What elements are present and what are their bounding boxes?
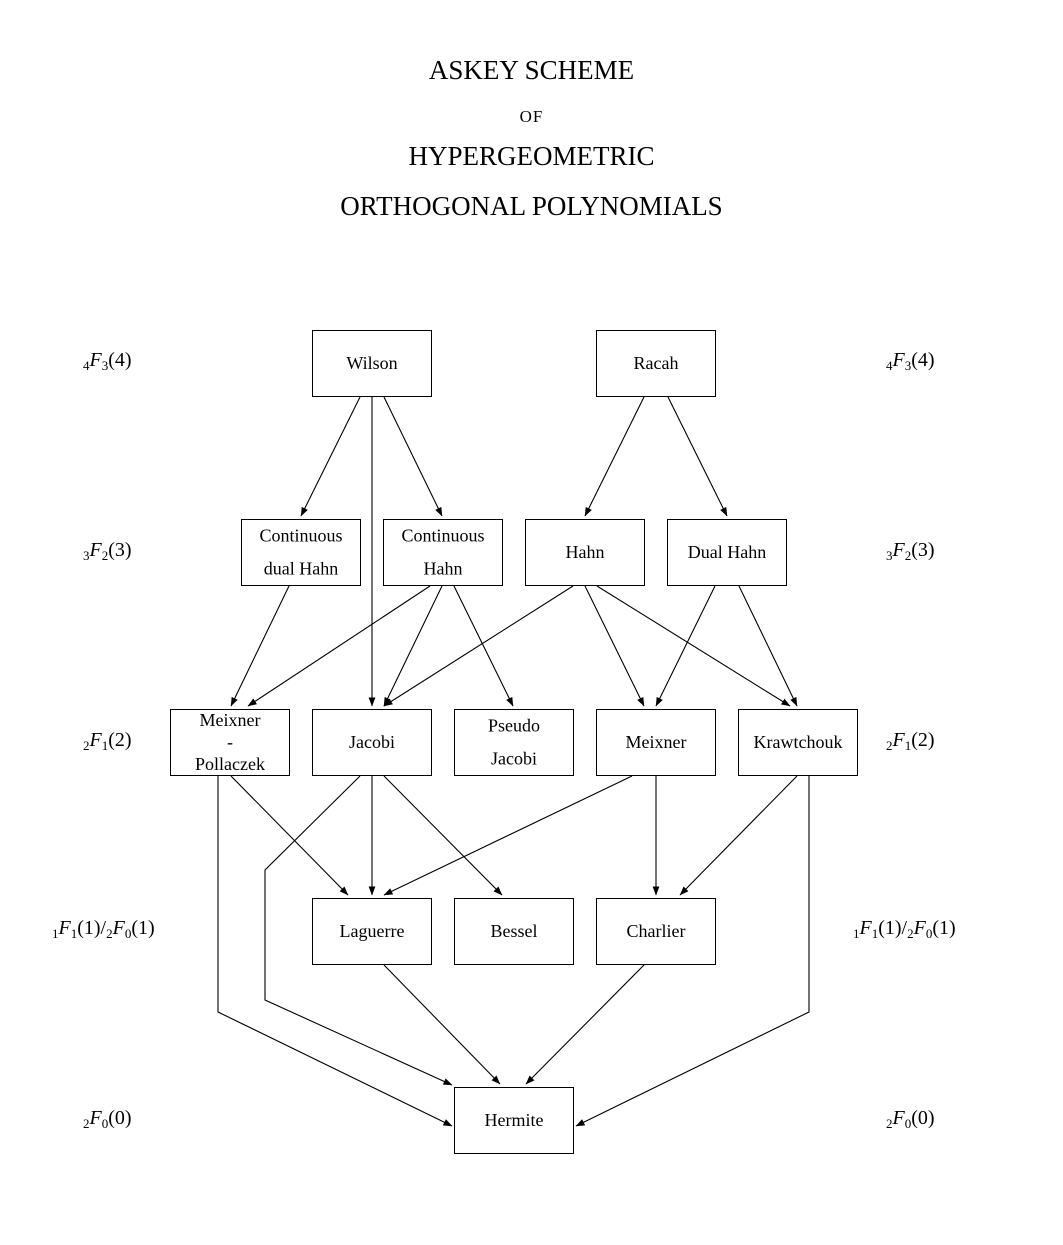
edge-hahn-to-meixner: [584, 585, 645, 707]
level-label-right-2: 2F1(2): [886, 729, 935, 753]
level-label-left-4: 2F0(0): [83, 1107, 132, 1131]
node-krawtchouk: Krawtchouk: [738, 709, 858, 776]
edge-wilson-to-cont-hahn: [383, 396, 443, 517]
edge-jacobi-to-bessel: [383, 775, 503, 896]
node-label: Charlier: [627, 921, 686, 941]
node-hermite: Hermite: [454, 1087, 574, 1154]
node-dual-hahn: Dual Hahn: [667, 519, 787, 586]
edge-racah-to-hahn: [584, 396, 645, 517]
node-label: dual Hahn: [264, 559, 338, 579]
node-label: Laguerre: [340, 921, 405, 941]
node-label: Hahn: [566, 542, 605, 562]
edge-cont-hahn-to-meixner-pollaczek: [247, 585, 431, 707]
node-label: Dual Hahn: [688, 542, 766, 562]
edge-hahn-to-krawtchouk: [596, 585, 791, 707]
level-label-left-1: 3F2(3): [83, 539, 132, 563]
level-label-right-0: 4F3(4): [886, 349, 935, 373]
node-label: Jacobi: [491, 749, 537, 769]
edge-laguerre-to-hermite: [383, 964, 501, 1085]
title-line-4: ORTHOGONAL POLYNOMIALS: [340, 191, 723, 221]
node-label: Racah: [634, 353, 679, 373]
node-charlier: Charlier: [596, 898, 716, 965]
title-line-3: HYPERGEOMETRIC: [408, 141, 655, 171]
edge-cont-hahn-to-pseudo-jacobi: [453, 585, 514, 707]
node-meixner: Meixner: [596, 709, 716, 776]
edge-krawtchouk-to-charlier: [679, 775, 798, 896]
node-meixner-pollaczek: Meixner-Pollaczek: [170, 709, 290, 776]
node-label: Bessel: [491, 921, 538, 941]
edge-hahn-to-jacobi: [383, 585, 574, 707]
edge-racah-to-dual-hahn: [667, 396, 728, 517]
edge-cont-dual-hahn-to-meixner-pollaczek: [230, 585, 290, 707]
node-label: Continuous: [259, 526, 342, 546]
node-label: Wilson: [346, 353, 397, 373]
level-label-right-1: 3F2(3): [886, 539, 935, 563]
node-wilson: Wilson: [312, 330, 432, 397]
node-racah: Racah: [596, 330, 716, 397]
node-label: Pseudo: [488, 716, 540, 736]
node-label: Continuous: [401, 526, 484, 546]
level-label-left-2: 2F1(2): [83, 729, 132, 753]
node-label: -: [227, 732, 233, 752]
node-label: Pollaczek: [195, 754, 265, 774]
node-jacobi: Jacobi: [312, 709, 432, 776]
level-label-left-0: 4F3(4): [83, 349, 132, 373]
edge-meixner-to-laguerre: [383, 775, 633, 896]
edge-wilson-to-cont-dual-hahn: [300, 396, 361, 517]
edge-charlier-to-hermite: [525, 964, 645, 1085]
node-label: Krawtchouk: [754, 732, 843, 752]
title-line-2: OF: [519, 107, 544, 126]
edge-meixner-pollaczek-to-hermite: [217, 776, 453, 1127]
node-laguerre: Laguerre: [312, 898, 432, 965]
level-label-right-4: 2F0(0): [886, 1107, 935, 1131]
node-hahn: Hahn: [525, 519, 645, 586]
edge-dual-hahn-to-krawtchouk: [738, 585, 798, 707]
level-label-right-3: 1F1(1)/2F0(1): [853, 917, 956, 941]
node-cont-dual-hahn: Continuous dual Hahn: [241, 519, 361, 586]
node-label: Meixner: [200, 710, 261, 730]
node-bessel: Bessel: [454, 898, 574, 965]
title-line-1: ASKEY SCHEME: [428, 55, 635, 85]
edge-cont-hahn-to-jacobi: [383, 585, 443, 707]
node-label: Hahn: [424, 559, 463, 579]
node-label: Hermite: [485, 1110, 544, 1130]
edge-meixner-pollaczek-to-laguerre: [230, 775, 349, 896]
edge-dual-hahn-to-meixner: [655, 585, 716, 707]
level-label-left-3: 1F1(1)/2F0(1): [52, 917, 155, 941]
node-label: Jacobi: [349, 732, 395, 752]
edge-krawtchouk-to-hermite: [575, 776, 810, 1127]
node-label: Meixner: [626, 732, 687, 752]
edge-jacobi-to-hermite: [264, 775, 453, 1086]
